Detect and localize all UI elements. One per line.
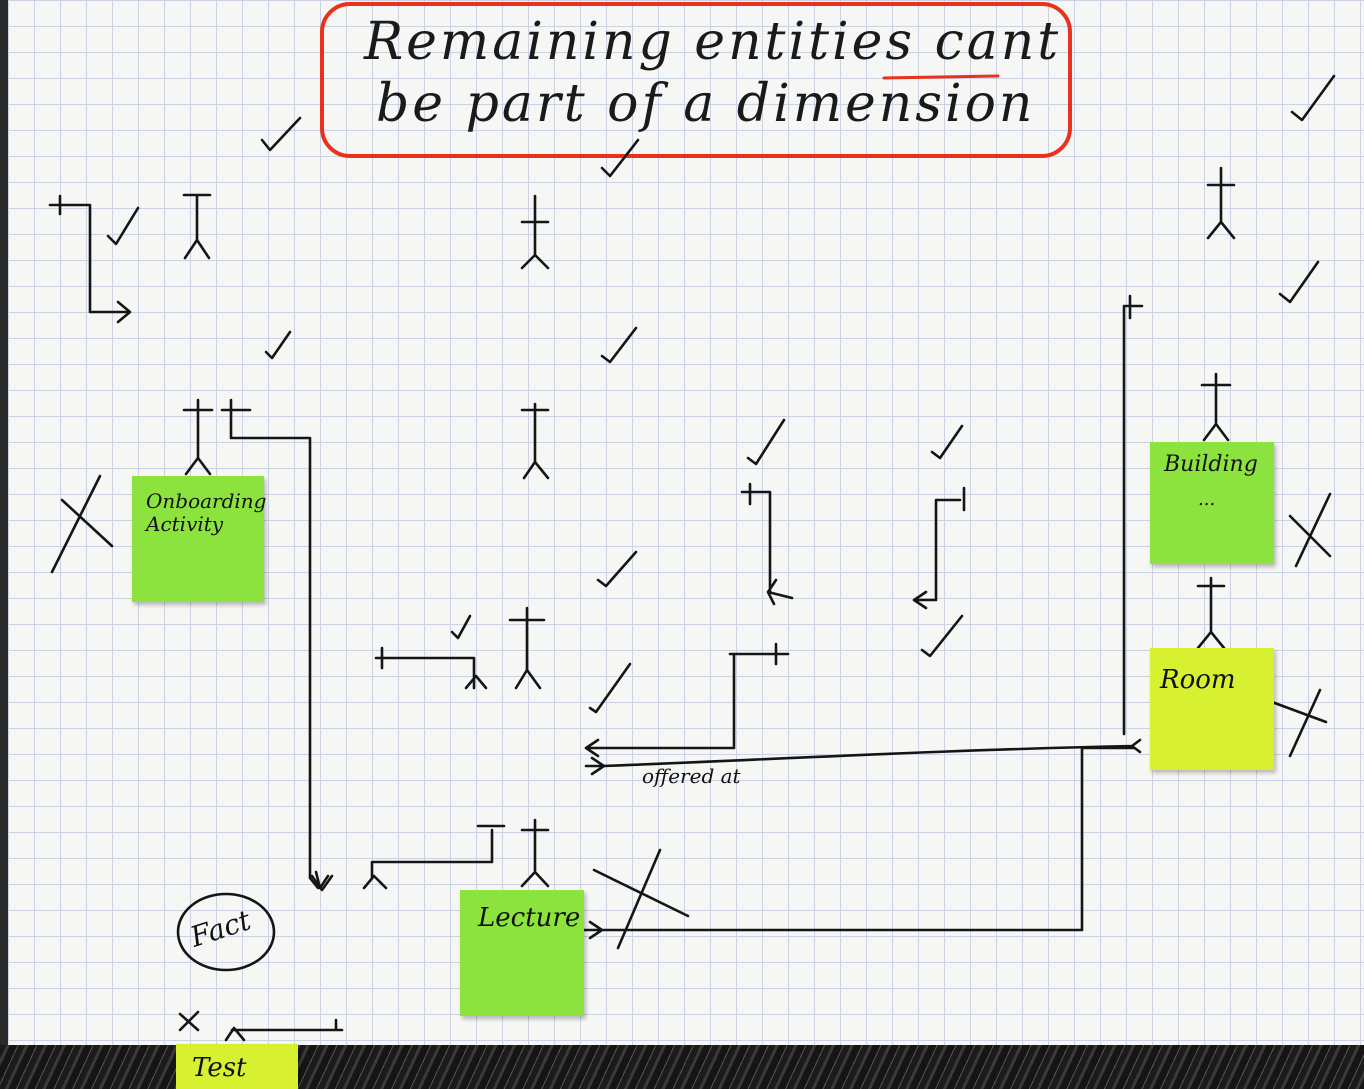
banner-line-2: be part of a dimension [376,74,1036,134]
connector-onboarding-fact [220,398,330,890]
connector-test [224,1018,344,1042]
crowsfoot-building [1200,372,1232,442]
sticky-note-building: Building ... [1150,442,1274,564]
check [450,614,472,640]
connector-top-left [48,194,132,324]
check [930,424,964,460]
check [106,206,140,246]
sticky-note-onboarding: Onboarding Activity [132,476,267,602]
crowsfoot-top-1 [182,193,212,260]
check [264,330,292,360]
check [600,138,640,178]
check [260,116,302,152]
crowsfoot-lecture [520,818,550,888]
note-label-test: Test [192,1053,247,1083]
x-mark [50,474,114,574]
x-mark [1288,492,1332,568]
sticky-note-test: Test [176,1044,298,1089]
crowsfoot-mid-2 [508,606,546,690]
crowsfoot-top-2 [520,194,550,270]
underline-cant [882,74,1000,80]
crowsfoot-onboarding [182,398,214,476]
check [1290,74,1336,122]
connector-offered [584,642,790,758]
crowsfoot-top-right [1206,166,1236,240]
note-label-room: Room [1160,665,1236,695]
check [596,550,638,588]
banner-line-1: Remaining entities cant [364,12,1062,72]
note-label-onboarding: Onboarding Activity [146,489,267,536]
check [588,662,632,714]
x-mark [178,1010,200,1032]
offered-at-label: offered at [642,764,741,788]
connector-lecture-room [582,746,1136,940]
fact-circle [176,892,276,972]
note-label-building-sub: ... [1198,489,1216,510]
crowsfoot-fact-1 [310,874,334,892]
connector-building-long [1122,294,1144,736]
connector-mid-left [374,646,488,690]
note-label-building: Building [1164,452,1258,477]
check [746,418,786,466]
grid-paper [8,0,1364,1048]
x-mark [592,848,690,950]
banner-box [320,2,1072,158]
connector-offered-room [584,738,1142,776]
connector-r2 [912,486,966,610]
x-mark [1270,688,1328,758]
crowsfoot-room [1196,576,1226,650]
check [1278,260,1320,304]
note-label-lecture: Lecture [478,903,581,933]
connector-lecture-fact [362,824,506,890]
sticky-note-lecture: Lecture [460,890,584,1016]
connector-r1 [740,482,794,606]
check [600,326,638,364]
crowsfoot-mid-1 [520,402,550,480]
sticky-note-room: Room [1150,648,1274,770]
check [920,614,964,658]
